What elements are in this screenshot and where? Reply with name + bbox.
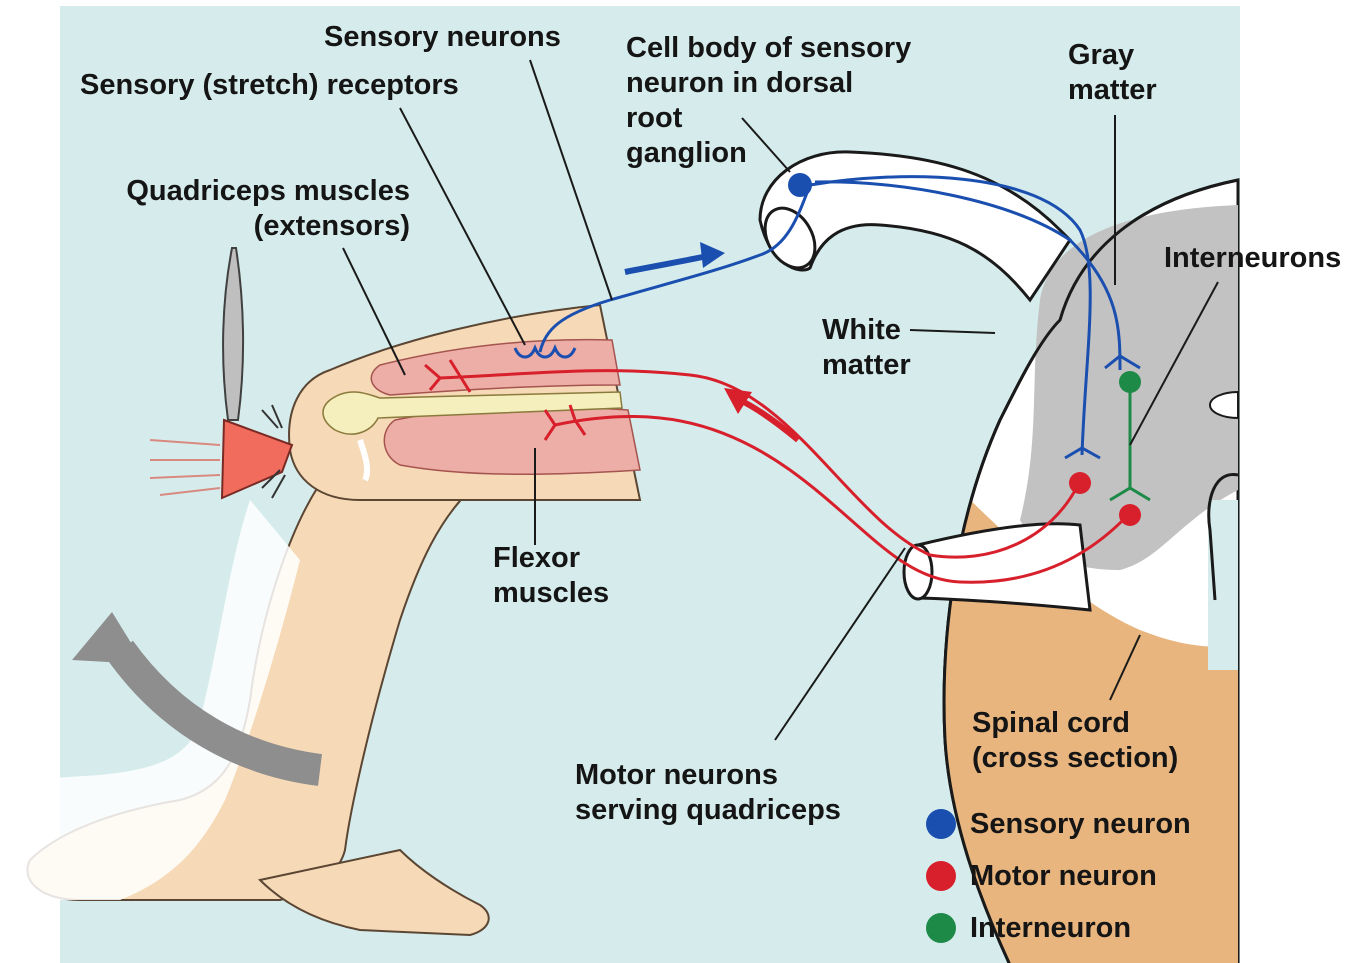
label-spinal-cord: Spinal cord (cross section): [972, 706, 1178, 776]
label-interneurons: Interneurons: [1164, 241, 1341, 276]
legend-label-interneuron: Interneuron: [970, 912, 1131, 945]
label-sensory-neurons: Sensory neurons: [324, 20, 561, 55]
legend-label-motor: Motor neuron: [970, 860, 1157, 893]
legend-label-sensory: Sensory neuron: [970, 808, 1191, 841]
motor-cell-body-1: [1069, 472, 1091, 494]
legend-swatch-interneuron: [926, 913, 956, 943]
legend-item-motor: Motor neuron: [926, 856, 1157, 896]
motor-cell-body-2: [1119, 504, 1141, 526]
label-flexor: Flexor muscles: [493, 541, 609, 611]
legend-swatch-sensory: [926, 809, 956, 839]
label-white-matter: White matter: [822, 313, 911, 383]
label-quadriceps: Quadriceps muscles (extensors): [100, 174, 410, 244]
legend-swatch-motor: [926, 861, 956, 891]
legend-item-sensory: Sensory neuron: [926, 804, 1191, 844]
interneuron-cell-body: [1119, 371, 1141, 393]
label-gray-matter: Gray matter: [1068, 38, 1157, 108]
sensory-cell-body: [788, 173, 812, 197]
legend-item-interneuron: Interneuron: [926, 908, 1131, 948]
label-stretch-receptors: Sensory (stretch) receptors: [80, 68, 459, 103]
label-cell-body: Cell body of sensory neuron in dorsal ro…: [626, 31, 911, 171]
label-motor-neurons: Motor neurons serving quadriceps: [575, 758, 841, 828]
